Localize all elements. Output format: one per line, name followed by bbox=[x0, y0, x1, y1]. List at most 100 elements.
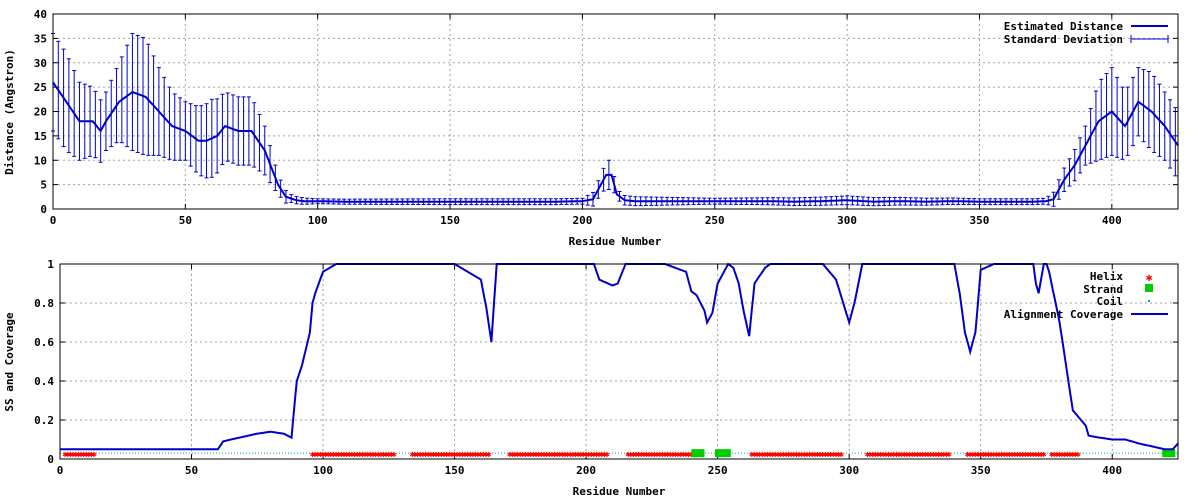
helix-marker: ✱ bbox=[923, 450, 929, 460]
legend-estimated-distance-label: Estimated Distance bbox=[1004, 20, 1124, 33]
helix-marker: ✱ bbox=[533, 450, 539, 460]
helix-marker: ✱ bbox=[589, 450, 595, 460]
helix-marker: ✱ bbox=[341, 450, 347, 460]
helix-marker: ✱ bbox=[673, 450, 679, 460]
helix-marker: ✱ bbox=[1002, 450, 1008, 460]
coverage-x-tick-label: 50 bbox=[185, 464, 198, 477]
helix-marker: ✱ bbox=[894, 450, 900, 460]
coverage-y-tick-label: 0.8 bbox=[34, 297, 54, 310]
helix-marker: ✱ bbox=[1062, 450, 1068, 460]
distance-x-tick-label: 150 bbox=[440, 214, 460, 227]
helix-marker: ✱ bbox=[768, 450, 774, 460]
coverage-y-tick-label: 0 bbox=[47, 453, 54, 466]
helix-marker: ✱ bbox=[328, 450, 334, 460]
helix-marker: ✱ bbox=[68, 450, 74, 460]
coverage-x-tick-label: 300 bbox=[839, 464, 859, 477]
helix-marker: ✱ bbox=[560, 450, 566, 460]
helix-marker: ✱ bbox=[904, 450, 910, 460]
helix-marker: ✱ bbox=[357, 450, 363, 460]
helix-marker: ✱ bbox=[941, 450, 947, 460]
helix-marker: ✱ bbox=[791, 450, 797, 460]
helix-marker: ✱ bbox=[599, 450, 605, 460]
legend-coil-label: Coil bbox=[1097, 295, 1124, 308]
legend-alignment-coverage-label: Alignment Coverage bbox=[1004, 308, 1124, 321]
estimated-distance-line bbox=[52, 81, 1179, 203]
helix-marker: ✱ bbox=[583, 450, 589, 460]
helix-marker: ✱ bbox=[1031, 450, 1037, 460]
helix-marker: ✱ bbox=[831, 450, 837, 460]
distance-x-tick-label: 100 bbox=[308, 214, 328, 227]
helix-marker: ✱ bbox=[573, 450, 579, 460]
helix-marker: ✱ bbox=[378, 450, 384, 460]
helix-marker: ✱ bbox=[76, 450, 82, 460]
helix-marker: ✱ bbox=[878, 450, 884, 460]
distance-x-tick-label: 200 bbox=[572, 214, 592, 227]
helix-marker: ✱ bbox=[391, 450, 397, 460]
strand-marker bbox=[691, 449, 705, 458]
helix-marker: ✱ bbox=[1065, 450, 1071, 460]
helix-marker: ✱ bbox=[452, 450, 458, 460]
helix-marker: ✱ bbox=[865, 450, 871, 460]
helix-marker: ✱ bbox=[775, 450, 781, 460]
helix-marker: ✱ bbox=[455, 450, 461, 460]
helix-marker: ✱ bbox=[654, 450, 660, 460]
helix-marker: ✱ bbox=[933, 450, 939, 460]
distance-y-axis-label: Distance (Angstron) bbox=[3, 49, 16, 175]
distance-y-tick-label: 35 bbox=[34, 32, 47, 45]
helix-marker: ✱ bbox=[825, 450, 831, 460]
helix-marker: ✱ bbox=[73, 450, 79, 460]
helix-marker: ✱ bbox=[436, 450, 442, 460]
helix-marker: ✱ bbox=[562, 450, 568, 460]
helix-marker: ✱ bbox=[781, 450, 787, 460]
helix-marker: ✱ bbox=[91, 450, 97, 460]
helix-marker: ✱ bbox=[602, 450, 608, 460]
helix-marker: ✱ bbox=[418, 450, 424, 460]
helix-marker: ✱ bbox=[441, 450, 447, 460]
helix-marker: ✱ bbox=[323, 450, 329, 460]
helix-marker: ✱ bbox=[349, 450, 355, 460]
helix-marker: ✱ bbox=[649, 450, 655, 460]
helix-marker: ✱ bbox=[907, 450, 913, 460]
helix-marker: ✱ bbox=[1038, 450, 1044, 460]
helix-marker: ✱ bbox=[683, 450, 689, 460]
legend-strand-label: Strand bbox=[1083, 283, 1123, 296]
helix-marker: ✱ bbox=[478, 450, 484, 460]
helix-marker: ✱ bbox=[786, 450, 792, 460]
helix-marker: ✱ bbox=[778, 450, 784, 460]
helix-marker: ✱ bbox=[1017, 450, 1023, 460]
helix-marker: ✱ bbox=[999, 450, 1005, 460]
coverage-legend: Helix ✱ Strand Coil Alignment Coverage bbox=[1004, 270, 1168, 321]
helix-marker: ✱ bbox=[352, 450, 358, 460]
helix-marker: ✱ bbox=[633, 450, 639, 460]
helix-marker: ✱ bbox=[381, 450, 387, 460]
helix-marker: ✱ bbox=[870, 450, 876, 460]
helix-marker: ✱ bbox=[681, 450, 687, 460]
helix-marker: ✱ bbox=[1020, 450, 1026, 460]
helix-marker: ✱ bbox=[1049, 450, 1055, 460]
distance-y-tick-label: 30 bbox=[34, 57, 47, 70]
coverage-y-tick-label: 0.2 bbox=[34, 414, 54, 427]
helix-marker: ✱ bbox=[512, 450, 518, 460]
helix-marker: ✱ bbox=[428, 450, 434, 460]
helix-marker: ✱ bbox=[591, 450, 597, 460]
helix-marker: ✱ bbox=[376, 450, 382, 460]
helix-marker: ✱ bbox=[565, 450, 571, 460]
helix-marker: ✱ bbox=[836, 450, 842, 460]
helix-marker: ✱ bbox=[989, 450, 995, 460]
helix-marker: ✱ bbox=[1075, 450, 1081, 460]
helix-marker: ✱ bbox=[928, 450, 934, 460]
helix-marker: ✱ bbox=[344, 450, 350, 460]
distance-x-axis-label: Residue Number bbox=[569, 235, 662, 248]
helix-marker: ✱ bbox=[389, 450, 395, 460]
helix-marker: ✱ bbox=[370, 450, 376, 460]
helix-marker: ✱ bbox=[789, 450, 795, 460]
helix-marker: ✱ bbox=[597, 450, 603, 460]
legend-standard-deviation-label: Standard Deviation bbox=[1004, 33, 1123, 46]
helix-marker: ✱ bbox=[510, 450, 516, 460]
helix-marker: ✱ bbox=[820, 450, 826, 460]
coverage-x-tick-label: 200 bbox=[576, 464, 596, 477]
helix-marker: ✱ bbox=[660, 450, 666, 460]
helix-marker: ✱ bbox=[670, 450, 676, 460]
